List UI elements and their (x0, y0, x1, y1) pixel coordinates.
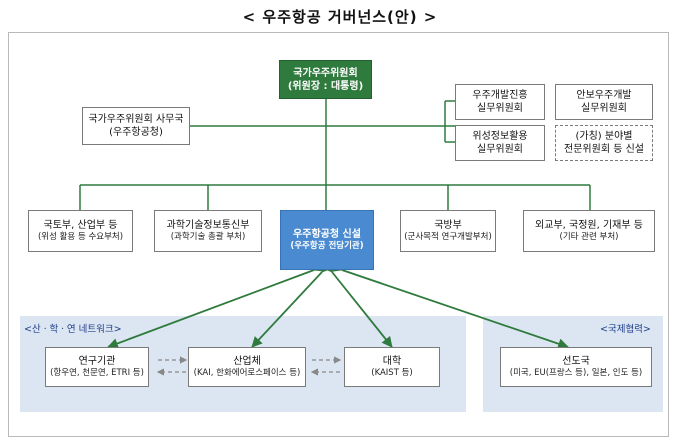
committee-chair: (위원장 : 대통령) (287, 80, 364, 92)
page-title: < 우주항공 거버넌스(안) > (242, 8, 438, 26)
committee-name: 국가우주위원회 (293, 67, 358, 79)
network-panel-title: <산ㆍ학ㆍ연 네트워크> (24, 324, 122, 335)
ministry-4-name: 국방부 (434, 219, 462, 231)
subcommittee-4-line2: 전문위원회 등 신설 (564, 144, 644, 155)
kasa-box: 우주항공청 신설 (우주항공 전담기관) (280, 210, 374, 270)
industry-name: 산업체 (233, 355, 261, 367)
ministry-box-5: 외교부, 국정원, 기재부 등 (기타 관련 부처) (523, 210, 655, 252)
arrow-research (107, 261, 326, 349)
subcommittee-box-3: 위성정보활용 실무위원회 (455, 125, 545, 161)
kasa-name: 우주항공청 신설 (293, 228, 361, 240)
ministry-1-role: (위성 활용 등 수요부처) (37, 231, 124, 242)
arrow-intl (330, 261, 569, 349)
subcommittee-box-1: 우주개발진흥 실무위원회 (455, 84, 545, 120)
ministry-5-role: (기타 관련 부처) (559, 231, 619, 242)
network-box-research: 연구기관 (항우연, 천문연, ETRI 등) (45, 347, 149, 387)
university-name: 대학 (382, 355, 402, 367)
secretariat-box: 국가우주위원회 사무국 (우주항공청) (82, 107, 190, 145)
intl-panel-title: <국제협력> (600, 324, 651, 335)
subcommittee-box-4: (가칭) 분야별 전문위원회 등 신설 (555, 125, 653, 161)
diagram-frame (8, 32, 669, 437)
intl-examples: (미국, EU(프랑스 등), 일본, 인도 등) (509, 367, 643, 378)
secretariat-name: 국가우주위원회 사무국 (88, 114, 184, 125)
network-box-university: 대학 (KAIST 등) (344, 347, 440, 387)
ministry-2-role: (과학기술 총괄 부처) (170, 231, 246, 242)
research-name: 연구기관 (78, 355, 116, 367)
subcommittee-2-line2: 실무위원회 (581, 103, 627, 114)
national-space-committee-box: 국가우주위원회 (위원장 : 대통령) (279, 60, 372, 99)
ministry-4-role: (군사목적 연구개발부처) (404, 231, 492, 242)
ministry-box-4: 국방부 (군사목적 연구개발부처) (400, 210, 496, 252)
industry-examples: (KAI, 한화에어로스페이스 등) (193, 367, 301, 378)
subcommittee-4-line1: (가칭) 분야별 (575, 131, 633, 142)
ministry-box-1: 국토부, 산업부 등 (위성 활용 등 수요부처) (28, 210, 133, 252)
subcommittee-2-line1: 안보우주개발 (576, 90, 632, 101)
network-box-industry: 산업체 (KAI, 한화에어로스페이스 등) (188, 347, 306, 387)
ministry-5-name: 외교부, 국정원, 기재부 등 (535, 219, 643, 231)
university-examples: (KAIST 등) (371, 367, 413, 378)
ministry-1-name: 국토부, 산업부 등 (43, 219, 118, 231)
secretariat-sub: (우주항공청) (109, 127, 163, 138)
kasa-role: (우주항공 전담기관) (290, 240, 364, 251)
subcommittee-1-line2: 실무위원회 (477, 103, 523, 114)
arrow-industry (251, 261, 333, 348)
subcommittee-3-line1: 위성정보활용 (472, 131, 528, 142)
ministry-box-2: 과학기술정보통신부 (과학기술 총괄 부처) (154, 210, 262, 252)
research-examples: (항우연, 천문연, ETRI 등) (50, 367, 144, 378)
subcommittee-3-line2: 실무위원회 (477, 144, 523, 155)
ministry-2-name: 과학기술정보통신부 (166, 219, 250, 231)
intl-box-leading-countries: 선도국 (미국, EU(프랑스 등), 일본, 인도 등) (500, 347, 652, 387)
subcommittee-1-line1: 우주개발진흥 (472, 90, 528, 101)
subcommittee-box-2: 안보우주개발 실무위원회 (555, 84, 653, 120)
intl-name: 선도국 (562, 355, 590, 367)
